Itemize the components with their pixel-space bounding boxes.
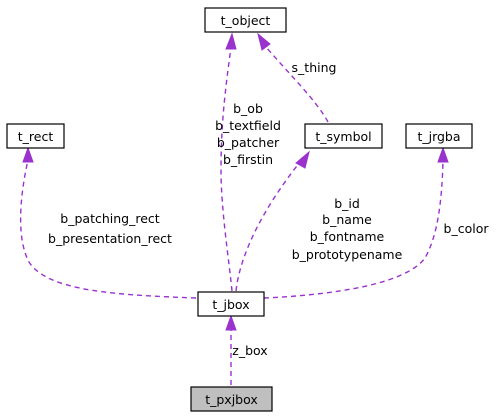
node-t-symbol[interactable]: t_symbol (304, 123, 383, 149)
edge-label: b_textfield (215, 118, 281, 133)
edge-jbox-to-symbol (235, 161, 301, 292)
arrowhead-jbox-to-symbol (295, 150, 310, 169)
edge-jbox-to-rect (19, 159, 197, 299)
edge-label: b_presentation_rect (48, 231, 172, 246)
edge-label: b_fontname (310, 229, 385, 244)
arrowhead-jbox-to-object (225, 32, 237, 50)
node-t-rect[interactable]: t_rect (6, 123, 65, 149)
arrowhead-jbox-to-jrgba (437, 146, 449, 163)
edge-label: b_prototypename (292, 247, 403, 262)
edge-label: b_name (322, 212, 372, 227)
edge-label: b_firstin (223, 152, 273, 167)
arrowhead-jbox-to-rect (22, 146, 34, 163)
node-label: t_jbox (212, 297, 249, 312)
edge-jbox-to-jrgba (263, 159, 444, 299)
node-t-jbox[interactable]: t_jbox (197, 291, 265, 317)
node-label: t_rect (18, 129, 54, 144)
edge-label: b_ob (233, 101, 263, 116)
arrowhead-pxjbox-to-jbox (225, 314, 237, 331)
edge-label: b_patching_rect (60, 211, 159, 226)
edge-label: b_id (334, 196, 360, 211)
node-t-pxjbox[interactable]: t_pxjbox (190, 386, 273, 412)
edge-label: s_thing (292, 60, 337, 75)
node-label: t_symbol (315, 129, 371, 144)
node-t-jrgba[interactable]: t_jrgba (405, 123, 473, 149)
node-label: t_object (221, 13, 271, 28)
edges (19, 46, 444, 385)
edge-labels: b_ob b_textfield b_patcher b_firstin s_t… (48, 60, 489, 358)
node-label: t_jrgba (417, 129, 460, 144)
edge-jbox-to-object (220, 46, 233, 292)
node-label: t_pxjbox (205, 392, 258, 407)
edge-label: z_box (232, 343, 267, 358)
edge-symbol-to-object (265, 46, 329, 123)
edge-label: b_color (444, 221, 490, 236)
edge-label: b_patcher (217, 135, 280, 150)
node-t-object[interactable]: t_object (204, 7, 287, 33)
arrowheads (22, 32, 449, 331)
arrowhead-symbol-to-object (257, 32, 271, 51)
